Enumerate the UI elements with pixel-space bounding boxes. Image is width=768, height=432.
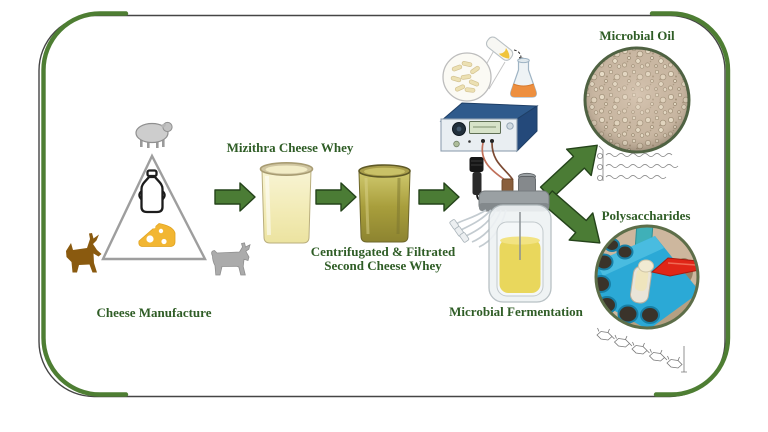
- polysaccharide-photo: [594, 224, 700, 330]
- polysaccharide-structure-icon: [596, 327, 687, 373]
- goat-icon: [66, 233, 102, 273]
- flow-arrows: [214, 144, 601, 244]
- flow-arrow-1-icon: [214, 182, 256, 212]
- triglyceride-structure-icon: [597, 145, 679, 181]
- label-centrifugated-whey: Centrifugated & Filtrated Second Cheese …: [311, 245, 455, 272]
- label-cheese-manufacture: Cheese Manufacture: [96, 305, 212, 320]
- flow-arrow-3-icon: [418, 182, 460, 212]
- label-centrifugated-line2: Second Cheese Whey: [324, 257, 442, 273]
- microscopy-photo: [583, 46, 691, 154]
- figure-border: [38, 11, 731, 398]
- sheep-icon: [135, 121, 173, 148]
- label-centrifugated-line1: Centrifugated & Filtrated: [310, 244, 456, 259]
- cow-icon: [211, 242, 251, 276]
- probe-cable-red: [481, 142, 506, 181]
- flask-icon: [510, 57, 537, 98]
- whey-jar-1-icon: [259, 162, 314, 244]
- inoculum-group: [442, 36, 537, 102]
- triangle-outline: [101, 153, 207, 261]
- culture-broth: [499, 239, 541, 293]
- cheese-wedge-icon: [138, 223, 176, 247]
- flow-arrow-2-icon: [315, 182, 357, 212]
- whey-jar-2-icon: [358, 164, 411, 243]
- label-polysaccharides: Polysaccharides: [601, 208, 691, 223]
- arrow-to-oil-icon: [539, 144, 598, 200]
- culture-tube-icon: [485, 36, 514, 61]
- probe-cable-brown: [491, 142, 514, 181]
- bioreactor-icon: [449, 157, 552, 303]
- red-tool-icon: [650, 257, 698, 277]
- label-microbial-fermentation: Microbial Fermentation: [449, 304, 583, 319]
- pour-dashed-arrow-icon: [513, 49, 522, 58]
- petri-dish-icon: [442, 52, 492, 102]
- label-microbial-oil: Microbial Oil: [599, 28, 675, 43]
- control-unit-icon: [439, 102, 539, 181]
- cheese-manufacture-group: [66, 121, 251, 276]
- ph-probe-icon: [469, 157, 504, 203]
- label-mizithra-cheese-whey: Mizithra Cheese Whey: [226, 140, 354, 155]
- milk-can-icon: [138, 169, 166, 214]
